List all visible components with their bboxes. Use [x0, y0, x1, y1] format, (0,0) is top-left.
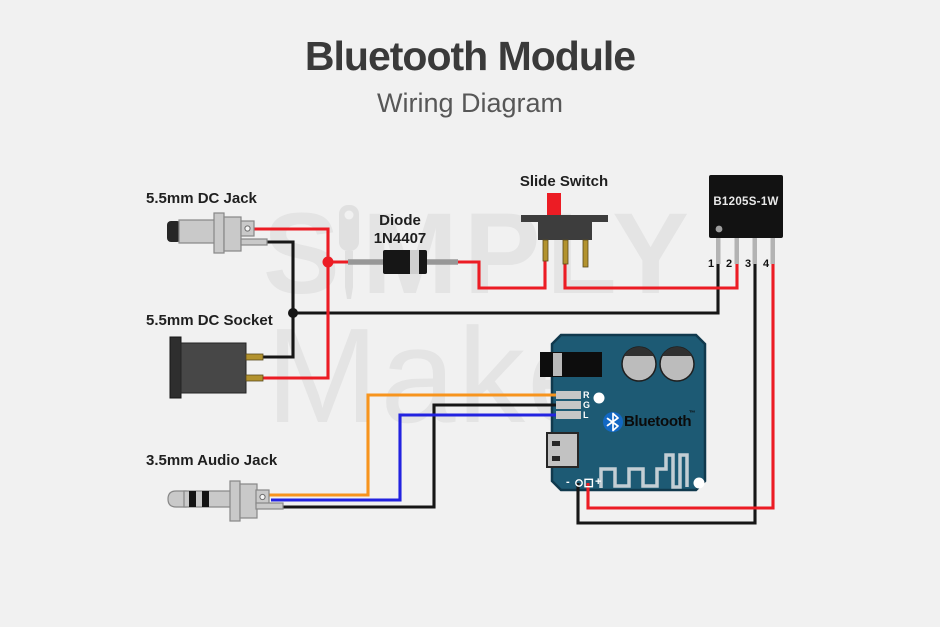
- wire-audio-ground: [281, 403, 574, 509]
- wire-audio-left: [271, 413, 574, 502]
- converter-body: [709, 175, 783, 238]
- switch-actuator: [547, 193, 561, 218]
- dc-socket-pin-bottom: [245, 374, 264, 382]
- switch-pin-3: [582, 239, 589, 268]
- wire-audio-right: [267, 393, 574, 497]
- pad-r: [556, 391, 581, 399]
- audio-socket-band: [553, 353, 562, 376]
- converter-pin1-dot: [715, 225, 723, 233]
- audio-jack-lead: [255, 502, 284, 510]
- mounting-hole-bottom: [693, 477, 705, 489]
- converter-graphic: [709, 175, 783, 264]
- dc-jack-graphic: [167, 212, 268, 254]
- diode-graphic: [348, 250, 458, 274]
- converter-pin-2: [734, 238, 739, 264]
- pad-g: [556, 401, 581, 409]
- bluetooth-module-board: [540, 333, 707, 492]
- diode-cathode-band: [410, 250, 419, 274]
- dc-jack-barrel: [178, 219, 217, 244]
- dc-jack-lead: [240, 238, 268, 246]
- dc-jack-body: [223, 216, 242, 252]
- wires: [253, 227, 775, 525]
- junction-dot-red: [322, 256, 334, 268]
- converter-pin-4: [770, 238, 775, 264]
- wire-jack-to-socket-gnd: [262, 240, 295, 359]
- wire-gnd-to-converter-pin1: [293, 262, 720, 315]
- capacitor-2: [659, 346, 695, 382]
- audio-jack-graphic: [167, 480, 284, 522]
- wire-switch-to-converter-pin2: [563, 256, 739, 290]
- black-wires: [262, 240, 757, 525]
- slide-switch-graphic: [521, 193, 608, 268]
- switch-pin-2: [562, 239, 569, 265]
- dc-jack-flange: [213, 212, 225, 254]
- junction-dot-black: [288, 308, 298, 318]
- antenna-trace: [599, 453, 689, 489]
- micro-usb-connector: [546, 432, 579, 468]
- audio-socket: [540, 352, 602, 377]
- audio-jack-tab-hole: [259, 493, 266, 501]
- switch-body: [538, 222, 592, 240]
- dc-socket-pin-top: [245, 353, 264, 361]
- dc-socket-flange: [169, 336, 182, 399]
- diode-body: [383, 250, 427, 274]
- switch-plate: [521, 215, 608, 222]
- dc-socket-graphic: [169, 336, 264, 399]
- audio-jack-flange: [229, 480, 241, 522]
- wire-diode-to-switch: [456, 256, 547, 290]
- screwdriver-icon: [339, 205, 359, 299]
- pad-minus: [575, 479, 583, 487]
- board-pads: [556, 391, 623, 488]
- audio-jack-ring-1: [189, 491, 196, 507]
- converter-pin-1: [716, 238, 721, 264]
- audio-jack-ring-2: [202, 491, 209, 507]
- dc-socket-body: [180, 342, 247, 394]
- audio-jack-tip: [167, 490, 187, 508]
- wire-converter-pin4-to-module-plus: [586, 261, 775, 510]
- wire-converter-pin3-to-module-minus: [576, 262, 757, 525]
- converter-pin-3: [752, 238, 757, 264]
- switch-pin-1: [542, 239, 549, 262]
- pad-l: [556, 411, 581, 419]
- bluetooth-logo-icon: [603, 412, 623, 432]
- pad-plus: [584, 478, 594, 488]
- audio-jack-body: [239, 483, 258, 519]
- dc-jack-tip: [167, 221, 181, 242]
- dc-jack-tab-hole: [244, 225, 251, 232]
- capacitor-1: [621, 346, 657, 382]
- wire-jack-to-socket-vcc: [253, 227, 330, 380]
- mounting-hole-top: [593, 392, 605, 404]
